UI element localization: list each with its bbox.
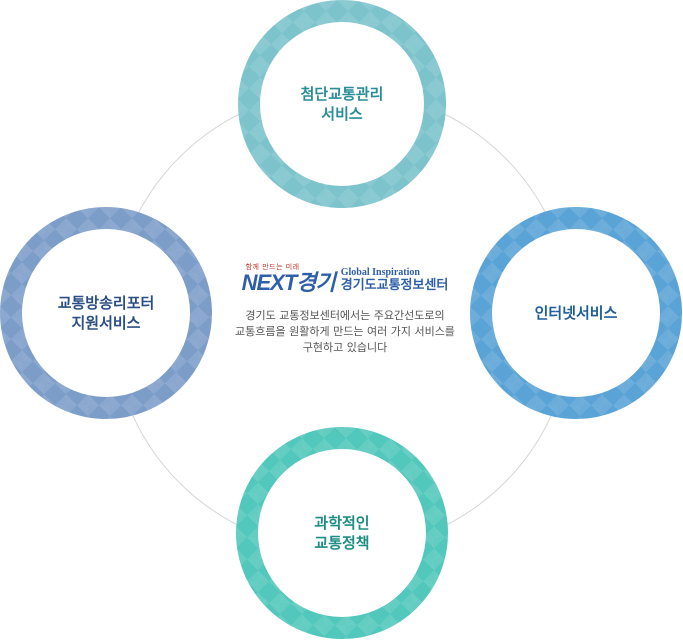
service-node-internet[interactable]: 인터넷서비스 — [470, 207, 682, 419]
logo-tagline: 함께 만드는 미래 — [245, 263, 300, 271]
logo-org-name: 경기도교통정보센터 — [340, 278, 449, 293]
service-node-broadcast-reporter[interactable]: 교통방송리포터 지원서비스 — [0, 207, 212, 419]
service-label-broadcast-reporter: 교통방송리포터 지원서비스 — [57, 294, 155, 332]
service-node-scientific-policy[interactable]: 과학적인 교통정책 — [236, 427, 448, 639]
logo-brand: NEXT경기 — [241, 270, 336, 295]
logo: 함께 만드는 미래 NEXT경기 Global Inspiration 경기도교… — [215, 262, 475, 294]
logo-english: Global Inspiration — [340, 267, 420, 278]
service-label-traffic-management: 첨단교통관리 서비스 — [300, 85, 384, 123]
service-label-scientific-policy: 과학적인 교통정책 — [314, 514, 370, 552]
service-label-internet: 인터넷서비스 — [534, 304, 618, 322]
service-node-traffic-management[interactable]: 첨단교통관리 서비스 — [238, 0, 446, 208]
center-description: 경기도 교통정보센터에서는 주요간선도로의 교통흐름을 원활하게 만드는 여러 … — [235, 309, 455, 354]
center-info: 함께 만드는 미래 NEXT경기 Global Inspiration 경기도교… — [215, 262, 475, 356]
